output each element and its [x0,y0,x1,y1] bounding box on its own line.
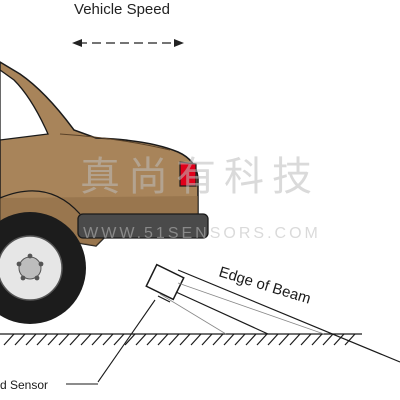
sensor-housing [145,263,185,301]
sensor-label: d Sensor [0,378,48,392]
ground-hatch [135,333,147,346]
ground-hatch [80,333,92,346]
lug-nut [27,253,33,259]
ground-hatch [25,333,37,346]
ground-hatch [267,333,279,346]
ground-hatch [179,333,191,346]
ground-hatch [36,333,48,346]
ground-hatch [201,333,213,346]
wheel-arch [0,190,81,215]
callout-leader [97,299,156,383]
beam-lower-edge [175,291,269,335]
ground-hatch [146,333,158,346]
ground-hatch [3,333,15,346]
rear-bumper [77,213,209,239]
sensor-callout: d Sensor [0,299,156,392]
ground-hatch [190,333,202,346]
beam-center-line [177,282,325,335]
ground-hatch [14,333,26,346]
ground-hatch [300,333,312,346]
car [0,61,209,247]
ground-hatch [245,333,257,346]
ground-hatch [278,333,290,346]
watermark-chinese: 真尚有科技 [80,154,320,200]
vehicle-speed-label: Vehicle Speed [74,1,170,18]
ground-hatch [69,333,81,346]
rear-wheel [0,212,86,324]
ground-hatch [212,333,224,346]
lug-nut [38,261,44,267]
ground-hatch [256,333,268,346]
sensor-beam [159,269,400,363]
ground-hatch [311,333,323,346]
lug-nut [34,275,40,281]
ground-hatch [168,333,180,346]
ground-hatch [91,333,103,346]
watermark-url: WWW.51SENSORS.COM [83,225,321,242]
sensor [145,263,185,303]
edge-of-beam-label: Edge of Beam [217,264,313,308]
rear-window [0,69,49,141]
tail-light [179,161,197,187]
lug-nut [16,261,22,267]
ground-hatch [113,333,125,346]
ground-hatch [47,333,59,346]
watermark: 真尚有科技 WWW.51SENSORS.COM [80,154,321,242]
ground-hatch [223,333,235,346]
ground-hatch [333,333,345,346]
ground-hatch [124,333,136,346]
ground-hatch [234,333,246,346]
ground-hatch [58,333,70,346]
beam-inner-edge [159,293,227,335]
beam-upper-edge [177,269,400,363]
ground-surface [0,333,362,346]
ground-hatch [322,333,334,346]
ground-hatch [102,333,114,346]
ground-hatch [289,333,301,346]
lug-nut [20,275,26,281]
ground-hatch [157,333,169,346]
ground-hatch [344,333,356,346]
hub [18,256,42,280]
speed-direction-arrow [72,39,184,47]
trunk-line [59,133,171,151]
sensor-mount [157,295,171,303]
